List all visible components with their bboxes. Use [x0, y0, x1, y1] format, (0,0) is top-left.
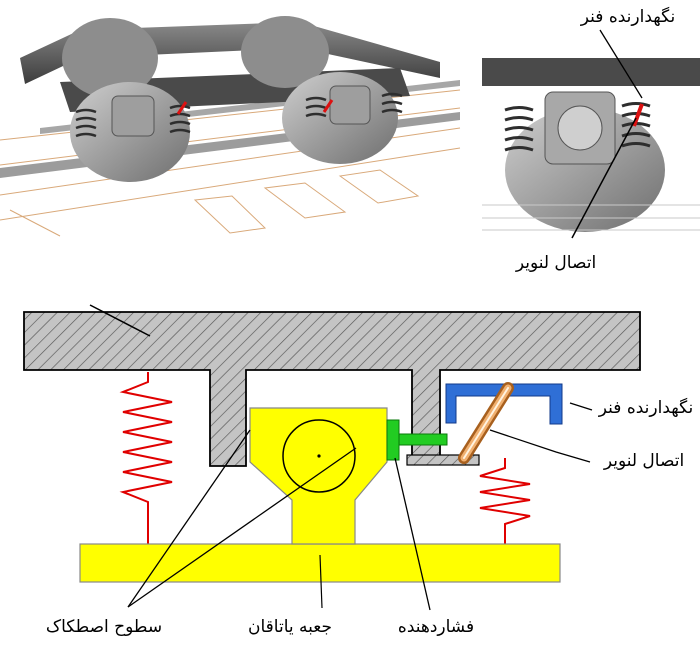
compressor-rod — [398, 433, 448, 446]
label-lenoir-link: اتصال لنویر — [603, 451, 684, 471]
lenoir-link-render-left — [176, 101, 188, 115]
closeup-frame-beam — [482, 58, 700, 86]
bogie-frame-section — [23, 311, 641, 467]
closeup-axle-cap — [557, 105, 603, 151]
leader-lenoir-link — [489, 429, 591, 463]
closeup-track-lines — [482, 204, 700, 231]
leader-spring-holder — [569, 402, 593, 411]
spring-holder-bracket — [445, 383, 563, 425]
compressor-block — [386, 419, 400, 461]
axle-circle — [282, 419, 356, 493]
leader-friction-1 — [127, 429, 251, 608]
wheel-back-left — [62, 18, 158, 98]
label-bearing-box: جعبه یاتاقان — [248, 617, 332, 637]
photo-label-lenoir-link: اتصال لنویر — [515, 253, 596, 273]
axle-center — [317, 454, 321, 458]
leader-bearing-box — [319, 554, 323, 609]
axle-box-right — [329, 85, 371, 125]
leader-frame — [89, 304, 151, 337]
spring-left — [119, 372, 173, 545]
leader-photo-spring-holder — [599, 29, 643, 99]
label-compressor: فشاردهنده — [398, 617, 474, 637]
closeup-lenoir-link — [632, 103, 644, 127]
leader-photo-lenoir-link — [571, 117, 637, 239]
leader-friction-2 — [127, 447, 357, 608]
wheel-back-right — [241, 16, 329, 88]
bogie-render-left — [0, 0, 461, 240]
spring-right — [479, 458, 531, 545]
lenoir-link-render-right — [322, 99, 334, 113]
axle-box-left — [111, 95, 155, 137]
label-friction-surfaces: سطوح اصطکاک — [46, 617, 162, 637]
label-spring-holder: نگهدارنده فنر — [598, 397, 693, 418]
coil-springs-left-render — [75, 92, 403, 138]
photo-label-spring-holder: نگهدارنده فنر — [580, 6, 675, 27]
bearing-box-body — [249, 407, 388, 545]
frame-lower-tab — [406, 454, 480, 466]
bogie-render-closeup: نگهدارنده فنر اتصال لنویر — [482, 6, 700, 273]
leader-compressor — [394, 457, 431, 611]
lenoir-link-slot — [463, 387, 509, 459]
schematic-diagram: نگهدارنده فنر اتصال لنویر سطوح اصطکاک جع… — [23, 304, 693, 637]
